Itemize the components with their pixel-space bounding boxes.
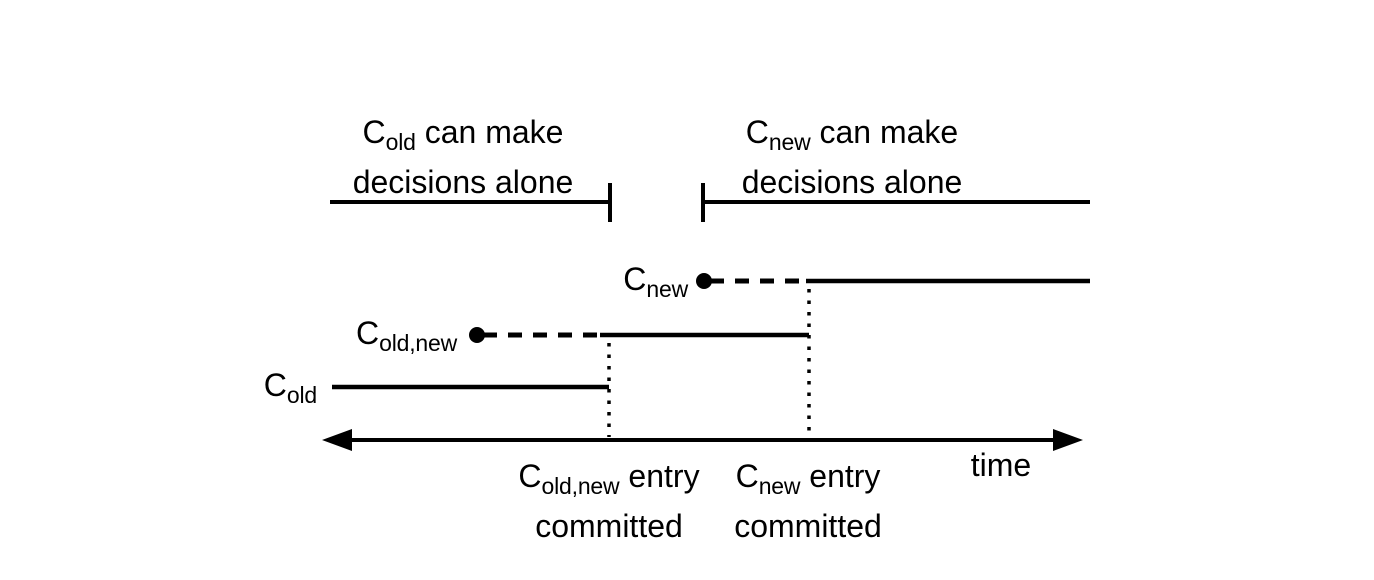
config-base: C (362, 114, 386, 150)
time-axis-left-arrowhead-icon (322, 429, 352, 451)
config-subscript: old (286, 382, 317, 408)
config-base: C (623, 261, 647, 297)
new-alone-region-label: Cnew can make decisions alone (711, 112, 993, 202)
config-subscript: old,new (379, 330, 457, 356)
config-base: C (518, 458, 542, 494)
new-alone-rest: can make (819, 114, 959, 150)
old-alone-line1: Cold can make (322, 112, 604, 162)
coldnew-timeline-label: Cold,new (300, 317, 457, 359)
coldnew-entry-created-dot (469, 327, 485, 343)
time-axis-right-arrowhead-icon (1053, 429, 1083, 451)
coldnew-committed-line2: committed (535, 508, 683, 544)
old-alone-rest: can make (424, 114, 564, 150)
cnew-timeline-label: Cnew (560, 263, 688, 305)
config-subscript: new (758, 473, 801, 499)
new-alone-line2: decisions alone (741, 164, 963, 200)
config-subscript: old (385, 129, 416, 155)
entry-word: entry (809, 458, 881, 494)
config-subscript: new (768, 129, 811, 155)
coldnew-committed-line1: Cold,new entry (468, 456, 750, 506)
config-base: C (263, 367, 287, 403)
config-base: C (356, 315, 380, 351)
coldnew-committed-event-label: Cold,new entry committed (468, 456, 750, 546)
cnew-entry-created-dot (696, 273, 712, 289)
time-axis-label: time (970, 447, 1032, 483)
config-subscript: new (646, 276, 688, 302)
config-subscript: old,new (541, 473, 620, 499)
config-base: C (735, 458, 759, 494)
cnew-committed-line1: Cnew entry (667, 456, 949, 506)
cnew-committed-event-label: Cnew entry committed (667, 456, 949, 546)
entry-word: entry (628, 458, 700, 494)
old-alone-line2: decisions alone (352, 164, 574, 200)
cold-timeline-label: Cold (215, 369, 317, 411)
new-alone-line1: Cnew can make (711, 112, 993, 162)
config-base: C (745, 114, 769, 150)
cnew-committed-line2: committed (734, 508, 882, 544)
old-alone-region-label: Cold can make decisions alone (322, 112, 604, 202)
